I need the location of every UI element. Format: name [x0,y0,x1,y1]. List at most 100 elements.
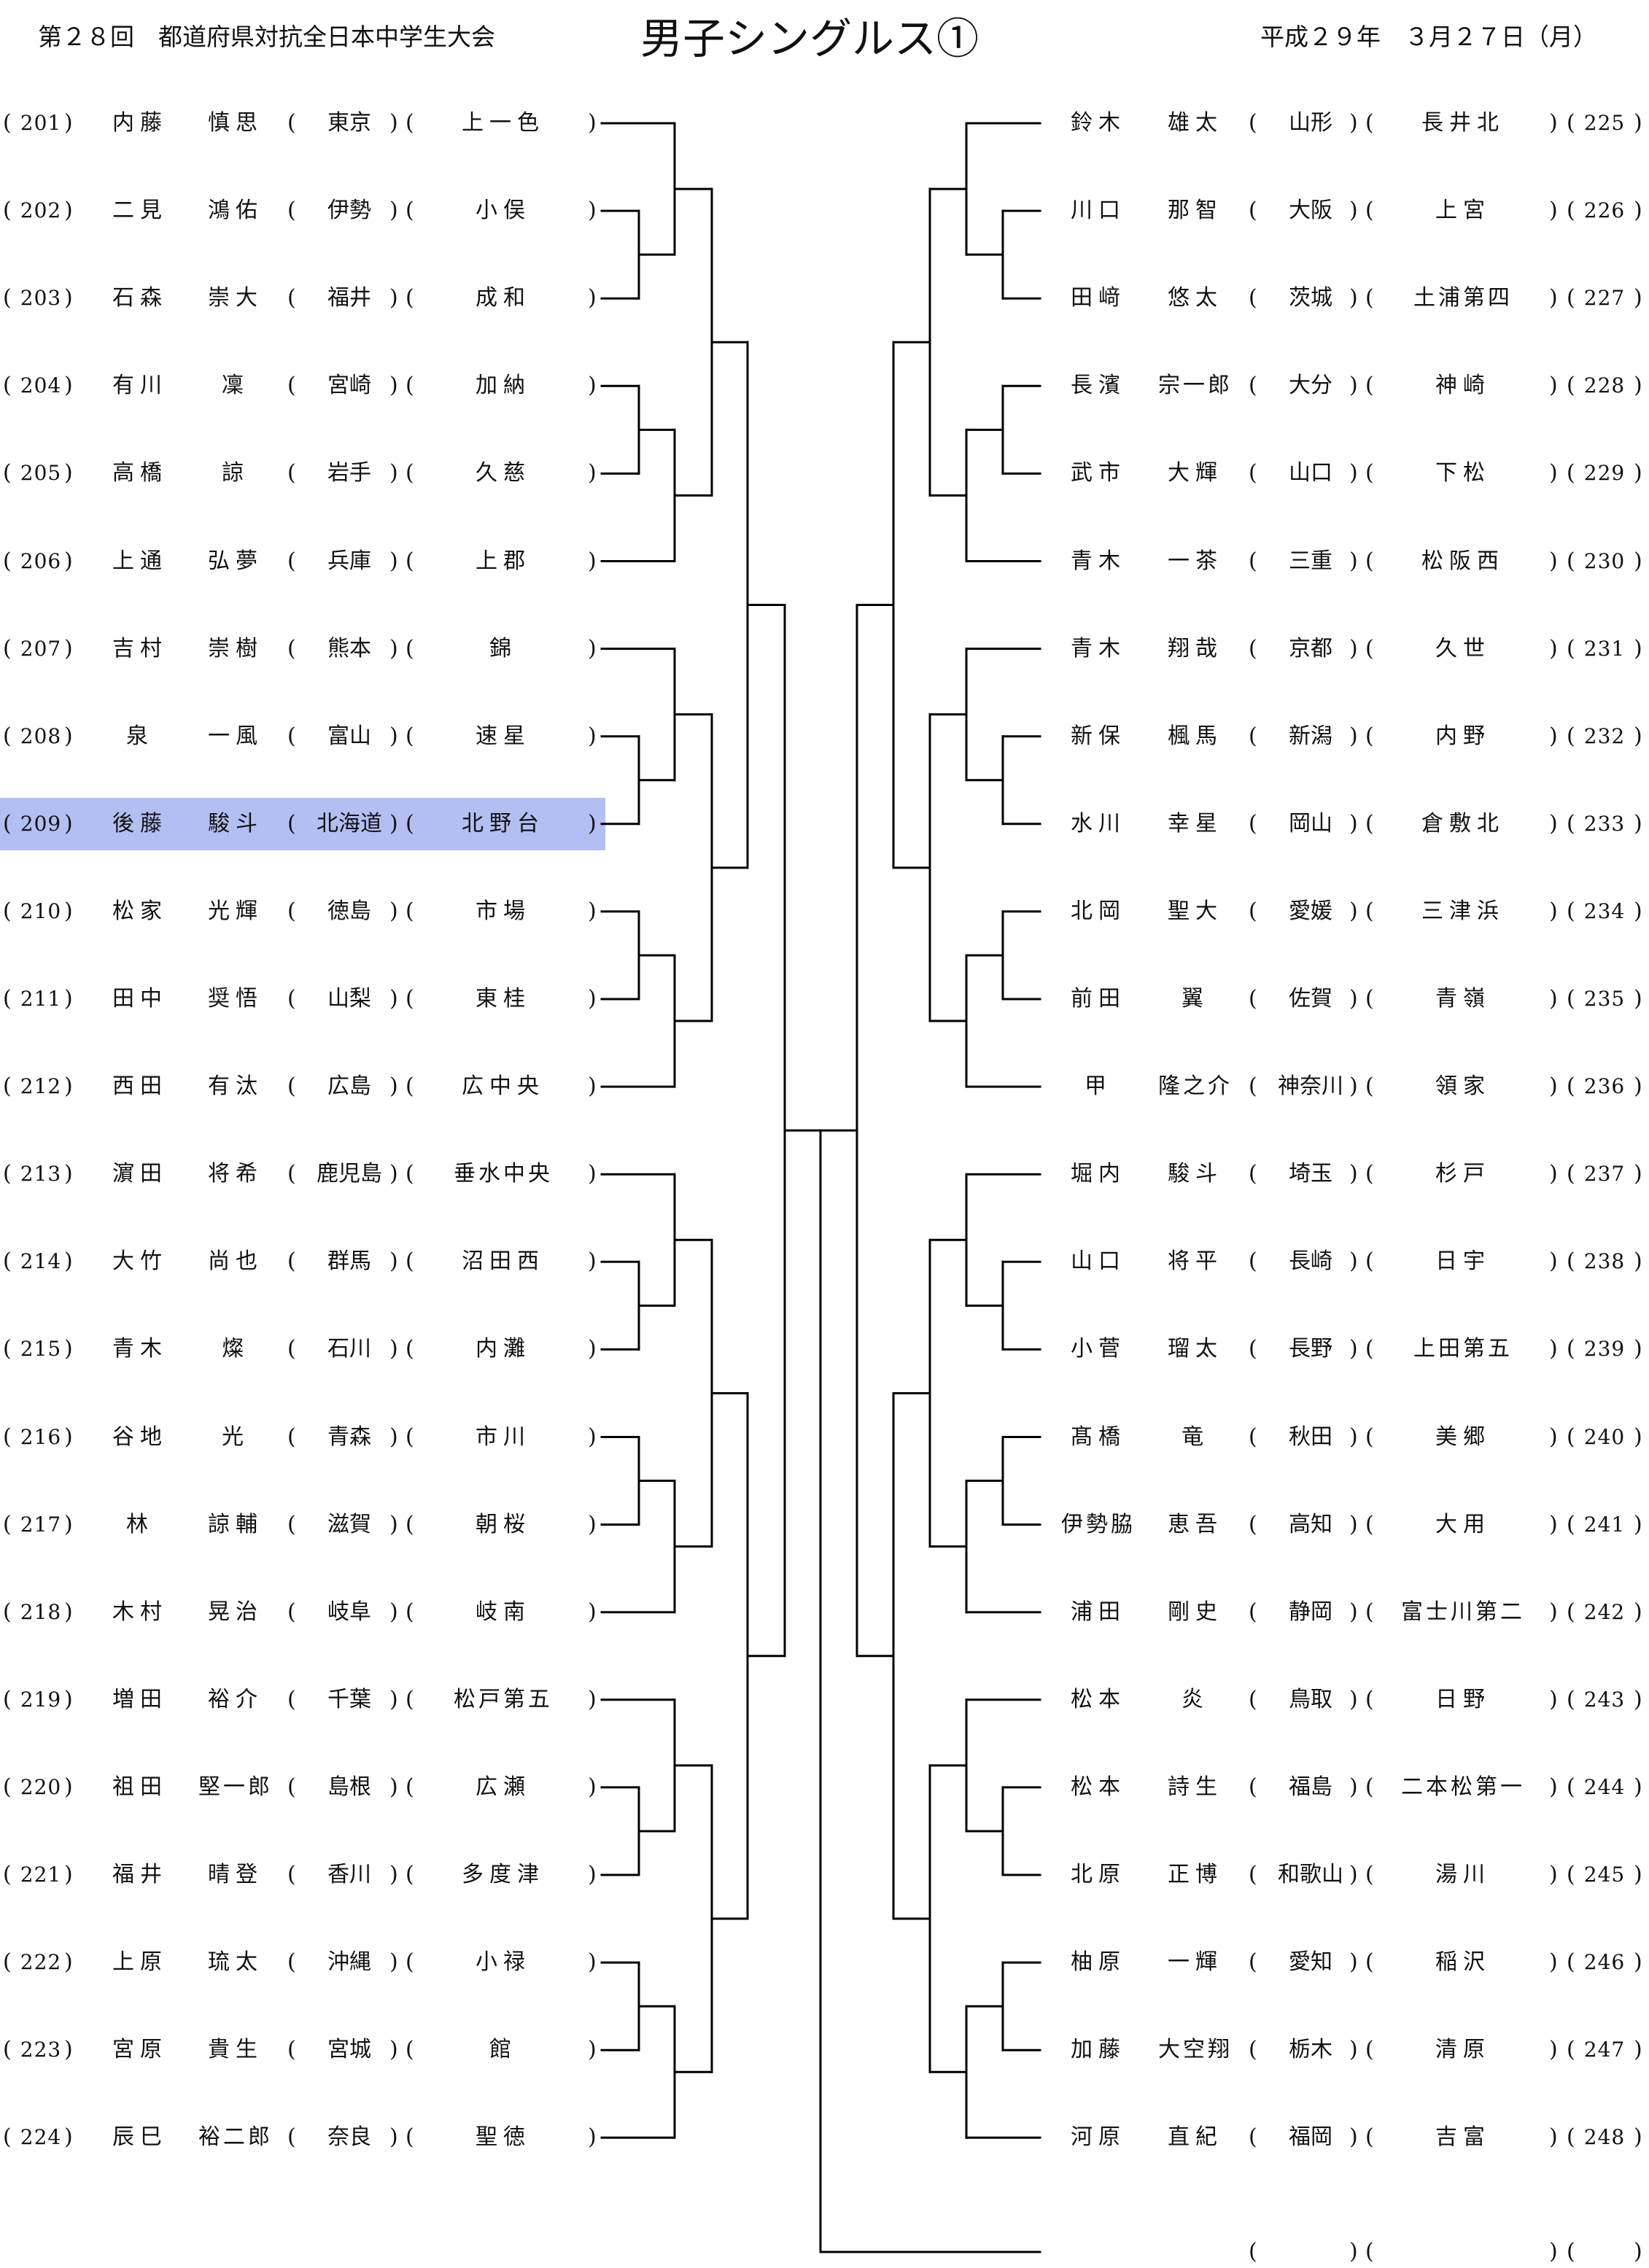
prefecture: 群馬 [327,1248,371,1275]
right-entry-row[interactable]: (246)柚原一輝(愛知)(稲沢) [0,1946,1649,1978]
left-entry-row[interactable]: (212)西田有汰(広島)(広中央) [0,1071,1649,1103]
entry-number: 229 [1583,461,1626,486]
entry-number-open-paren: ( [3,1686,12,1712]
left-entry-row[interactable]: (213)濵田将希(鹿児島)(垂水中央) [0,1158,1649,1190]
right-entry-row[interactable]: (242)浦田剛史(静岡)(富士川第二) [0,1596,1649,1628]
prefecture-close-paren: ) [389,810,398,836]
left-entry-row[interactable]: (210)松家光輝(徳島)(市場) [0,896,1649,928]
left-entry-row[interactable]: (214)大竹尚也(群馬)(沼田西) [0,1246,1649,1278]
entry-number-close-paren: ) [1634,1686,1642,1712]
left-entry-row[interactable]: (222)上原琉太(沖縄)(小禄) [0,1946,1649,1978]
school: 成和 [476,285,531,311]
right-entry-row[interactable]: (226)川口那智(大阪)(上宮) [0,195,1649,227]
prefecture: 岐阜 [327,1599,371,1625]
right-entry-row[interactable]: ()()() [0,2236,1649,2268]
prefecture-open-paren: ( [287,1686,296,1712]
entry-number-open-paren: ( [3,1862,12,1887]
entry-number: 246 [1583,1950,1626,1975]
entry-number-close-paren: ) [64,810,73,836]
right-entry-row[interactable]: (239)小菅瑠太(長野)(上田第五) [0,1333,1649,1365]
entry-number-open-paren: ( [3,986,12,1011]
school: 二本松第一 [1401,1774,1525,1800]
left-entry-row[interactable]: (218)木村晃治(岐阜)(岐南) [0,1596,1649,1628]
left-entry-row[interactable]: (206)上通弘夢(兵庫)(上郡) [0,545,1649,578]
prefecture-close-paren: ) [389,1774,398,1800]
right-entry-row[interactable]: (241)伊勢脇恵吾(高知)(大用) [0,1509,1649,1541]
right-entry-row[interactable]: (234)北岡聖大(愛媛)(三津浜) [0,896,1649,928]
left-entry-row[interactable]: (204)有川凜(宮崎)(加納) [0,370,1649,402]
left-entry-row[interactable]: (219)増田裕介(千葉)(松戸第五) [0,1684,1649,1716]
school-close-paren: ) [1549,373,1558,399]
right-entry-row[interactable]: (232)新保楓馬(新潟)(内野) [0,721,1649,753]
prefecture-open-paren: ( [1249,1949,1257,1976]
left-entry-row[interactable]: (201)内藤慎思(東京)(上一色) [0,107,1649,139]
right-entry-row[interactable]: (231)青木翔哉(京都)(久世) [0,633,1649,665]
left-entry-row[interactable]: (203)石森崇大(福井)(成和) [0,282,1649,314]
left-entry-row[interactable]: (215)青木燦(石川)(内灘) [0,1333,1649,1365]
right-entry-row[interactable]: (247)加藤大空翔(栃木)(清原) [0,2034,1649,2066]
left-entry-row-highlighted[interactable]: (209)後藤駿斗(北海道)(北野台) [0,797,1649,850]
prefecture-close-paren: ) [389,285,398,311]
right-entry-row[interactable]: (245)北原正博(和歌山)(湯川) [0,1859,1649,1891]
prefecture: 和歌山 [1278,1862,1343,1887]
entry-number-open-paren: ( [1567,986,1575,1011]
entry-number-close-paren: ) [64,1949,73,1976]
entry-number-close-paren: ) [64,1862,73,1887]
prefecture-close-paren: ) [389,1161,398,1187]
player-surname: 武市 [1071,460,1126,486]
left-entry-row[interactable]: (202)二見鴻佑(伊勢)(小俣) [0,195,1649,227]
right-entry-row[interactable]: (235)前田翼(佐賀)(青嶺) [0,983,1649,1015]
school-close-paren: ) [588,1161,597,1187]
entry-number: 236 [1583,1074,1626,1099]
right-entry-row[interactable]: (229)武市大輝(山口)(下松) [0,457,1649,489]
entry-number-open-paren: ( [1567,373,1575,399]
prefecture: 山口 [1289,460,1332,486]
right-entry-row[interactable]: (248)河原直紀(福岡)(吉富) [0,2121,1649,2154]
prefecture-open-paren: ( [287,110,296,136]
right-entry-row[interactable]: (243)松本炎(鳥取)(日野) [0,1684,1649,1716]
prefecture-open-paren: ( [287,1073,296,1100]
left-entry-row[interactable]: (220)祖田堅一郎(島根)(広瀬) [0,1771,1649,1803]
right-entry-row[interactable]: (236)甲隆之介(神奈川)(領家) [0,1071,1649,1103]
entry-number-close-paren: ) [1634,1774,1642,1800]
right-entry-row[interactable]: (244)松本詩生(福島)(二本松第一) [0,1771,1649,1803]
entry-number: 221 [20,1863,62,1887]
right-entry-row[interactable]: (233)水川幸星(岡山)(倉敷北) [0,808,1649,840]
left-entry-row[interactable]: (208)泉一風(富山)(速星) [0,721,1649,753]
player-given-name: 将平 [1168,1248,1223,1275]
entry-number: 243 [1583,1687,1626,1712]
player-given-name: 堅一郎 [198,1774,273,1800]
left-entry-row[interactable]: (205)高橋諒(岩手)(久慈) [0,457,1649,489]
entry-number-open-paren: ( [1567,285,1575,311]
prefecture-close-paren: ) [1349,1862,1358,1887]
right-entry-row[interactable]: (238)山口将平(長崎)(日宇) [0,1246,1649,1278]
school-close-paren: ) [588,285,597,311]
school-open-paren: ( [406,1862,414,1887]
school-open-paren: ( [406,1599,414,1625]
right-entry-row[interactable]: (225)鈴木雄太(山形)(長井北) [0,107,1649,139]
entry-number: 237 [1583,1162,1626,1187]
prefecture-open-paren: ( [1249,285,1257,311]
left-entry-row[interactable]: (223)宮原貴生(宮城)(館) [0,2034,1649,2066]
school-close-paren: ) [1549,1161,1558,1187]
prefecture-open-paren: ( [1249,1248,1257,1275]
entry-number-close-paren: ) [64,1686,73,1712]
left-entry-row[interactable]: (221)福井晴登(香川)(多度津) [0,1859,1649,1891]
school-open-paren: ( [406,1248,414,1275]
left-entry-row[interactable]: (207)吉村崇樹(熊本)(錦) [0,633,1649,665]
left-entry-row[interactable]: (224)辰巳裕二郎(奈良)(聖徳) [0,2121,1649,2154]
right-entry-row[interactable]: (230)青木一茶(三重)(松阪西) [0,545,1649,578]
left-entry-row[interactable]: (217)林諒輔(滋賀)(朝桜) [0,1509,1649,1541]
right-entry-row[interactable]: (228)長濱宗一郎(大分)(神崎) [0,370,1649,402]
left-entry-row[interactable]: (211)田中奨悟(山梨)(東桂) [0,983,1649,1015]
right-entry-row[interactable]: (237)堀内駿斗(埼玉)(杉戸) [0,1158,1649,1190]
right-entry-row[interactable]: (240)髙橋竜(秋田)(美郷) [0,1421,1649,1453]
entry-number: 201 [20,111,62,135]
school-open-paren: ( [406,898,414,924]
left-entry-row[interactable]: (216)谷地光(青森)(市川) [0,1421,1649,1453]
prefecture: 神奈川 [1278,1073,1343,1100]
prefecture-open-paren: ( [287,1949,296,1976]
entry-number: 217 [20,1512,62,1537]
prefecture: 滋賀 [327,1511,371,1537]
